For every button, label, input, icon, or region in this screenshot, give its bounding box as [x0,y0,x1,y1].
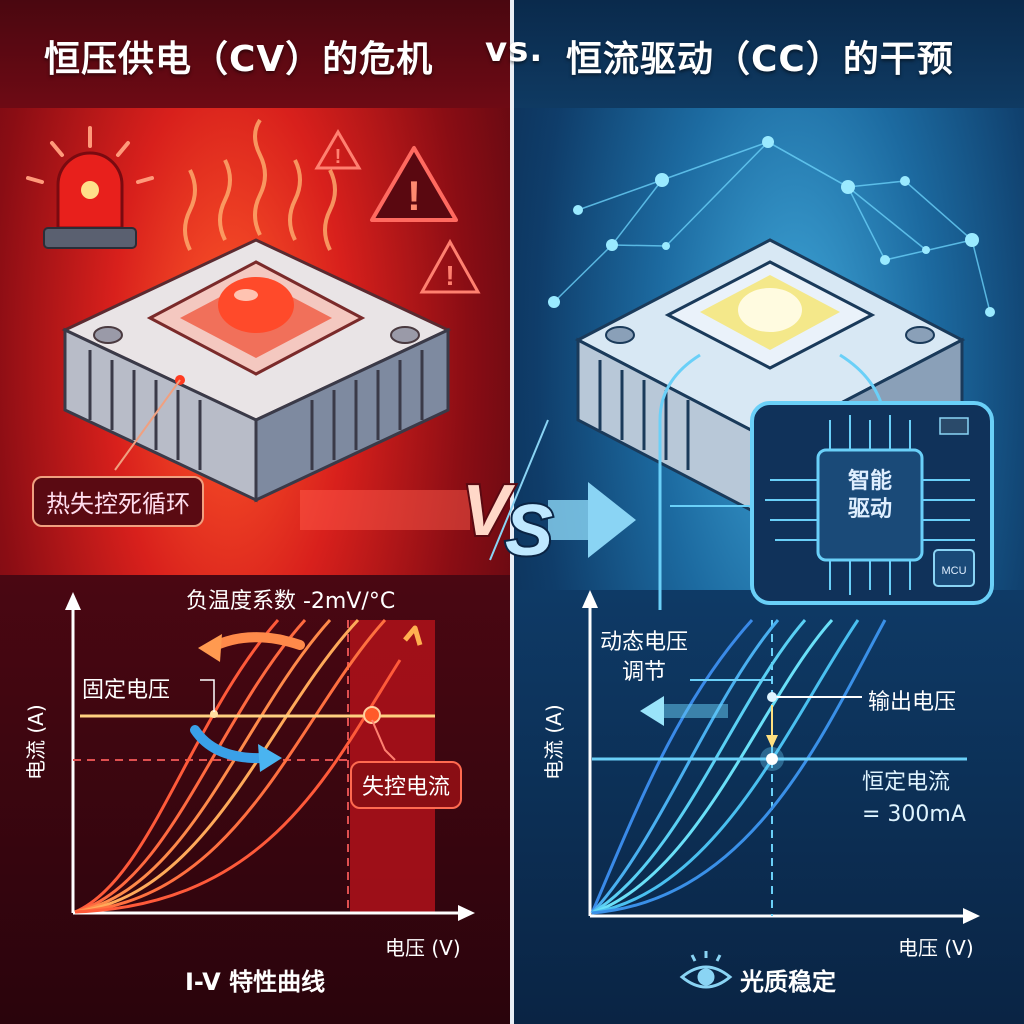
left-y-axis-label: 电流 (A) [24,704,48,780]
thermal-runaway-callout: 热失控死循环 [32,476,204,527]
constant-current-label: 恒定电流 = 300mA [862,767,966,831]
network-nodes [548,136,995,317]
left-iv-chart [65,592,475,921]
fixed-voltage-label: 固定电压 [82,678,171,703]
output-voltage-label: 输出电压 [868,690,957,715]
chip-label-line1: 智能 [847,469,892,494]
runaway-current-label: 失控电流 [350,761,463,809]
right-y-axis-label: 电流 (A) [542,704,566,780]
warning-icon: ! [370,146,458,222]
mcu-label: MCU [941,565,966,577]
svg-text:!: ! [445,260,454,291]
right-chart-background [514,590,1024,1024]
left-x-axis-label: 电压 (V) [385,936,461,960]
circuit-board-icon [750,401,994,605]
vs-badge: V S [300,419,636,573]
negative-temp-coefficient-label: 负温度系数 -2mV/°C [186,589,396,614]
chip-label-line2: 驱动 [847,497,892,522]
svg-text:!: ! [335,146,342,168]
warning-icon: ! [314,129,362,170]
smart-driver-chip-label: 智能 驱动 [818,468,922,524]
iv-curve-caption: I-V 特性曲线 [185,968,326,996]
right-title-bar [514,0,1024,108]
dynamic-voltage-label: 动态电压 调节 [600,628,688,688]
svg-text:V: V [462,471,516,551]
dynamic-voltage-line1: 动态电压 [600,630,689,655]
warning-icon: ! [419,238,481,294]
light-quality-caption: 光质稳定 [740,968,836,996]
dynamic-voltage-line2: 调节 [622,660,667,685]
left-title-bar [0,0,510,108]
heat-waves-icon [183,118,337,251]
mcu-chip-icon: MCU [933,549,975,587]
center-divider [510,0,514,1024]
eye-icon [679,951,733,989]
led-heatsink-icon [61,238,452,503]
svg-text:S: S [505,491,553,571]
right-iv-chart [582,590,980,924]
right-x-axis-label: 电压 (V) [898,936,974,960]
svg-text:!: ! [407,172,421,219]
constant-current-line1: 恒定电流 [862,770,951,795]
constant-current-value: = 300mA [862,802,966,827]
left-title: 恒压供电（CV）的危机 [44,39,434,80]
right-title: 恒流驱动（CC）的干预 [566,39,954,80]
siren-icon [26,126,154,249]
title-vs: vs. [485,30,544,70]
